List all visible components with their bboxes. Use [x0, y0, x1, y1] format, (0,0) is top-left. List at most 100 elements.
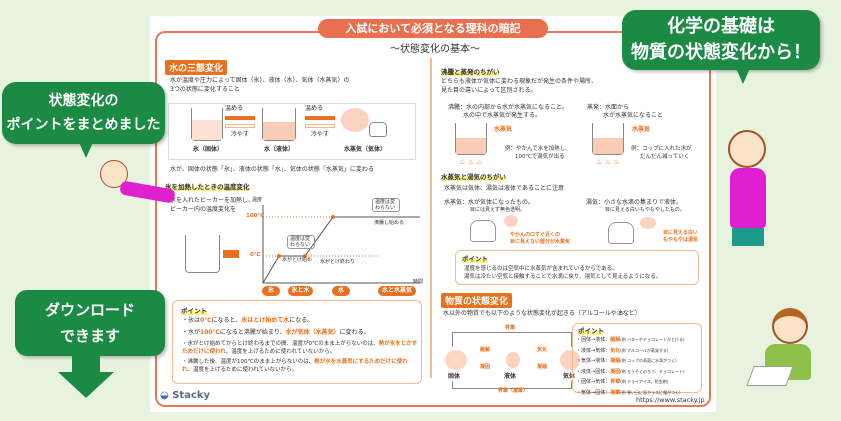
chart-note: 温度は変わらない [372, 198, 400, 212]
arrow-left-icon [305, 124, 335, 128]
flame-icons: ♨ ♨ ♨ [596, 158, 620, 166]
vapor-definition: 水蒸気：水が気体になったもの。 [444, 199, 535, 206]
character-face [728, 130, 766, 168]
y-axis-label: 温度 [252, 197, 263, 203]
vaporize-label: 気化 [537, 347, 548, 353]
solid-icon [445, 350, 467, 370]
notebook [746, 366, 794, 386]
solid-label: 固体 [448, 373, 461, 380]
evap-beaker [592, 123, 624, 155]
document-preview [150, 16, 716, 412]
vapor-label: 水蒸気 [494, 126, 513, 133]
arrow-right-icon [223, 250, 239, 258]
x-axis-label: 時間 [413, 279, 424, 285]
intro-text: どちらも液体が気体に変わる現象だが発生の条件や場所、 [441, 78, 598, 85]
download-arrow-head-icon[interactable] [58, 372, 114, 398]
list-item: ・気体→液体：凝縮(例 コップの表面に水滴がつく) [576, 358, 677, 364]
intro-text: 3つの状態に変化すること [170, 86, 240, 93]
list-item: ・液体→気体：気化(例 アルコールが蒸発する) [576, 347, 669, 354]
character-studying [746, 300, 830, 400]
warm-label: 温める [305, 105, 324, 112]
melt-end-label: 氷がとけ終わり [320, 259, 356, 265]
flame-icons: ♨ ♨ ♨ [459, 158, 483, 166]
list-item: ・気体→固体：凝華(例 寒い日に窓ガラスに霜がつく) [576, 389, 681, 396]
section-vapor-steam: 水蒸気と湯気のちがい [441, 171, 506, 181]
three-states-figure: 温める 冷やす 温める 冷やす 氷（固体） 水（液体） 水蒸気（気体） [168, 103, 416, 160]
character-face [772, 308, 808, 344]
callout-line: 物質の状態変化から！ [631, 42, 811, 63]
download-line: できます [59, 327, 120, 345]
character-left [100, 160, 176, 210]
freeze-label: 凝固 [480, 364, 491, 370]
point-item: ・氷は0℃になると、氷はとけ始めて水になる。 [182, 317, 314, 324]
callout-tail [735, 66, 751, 84]
callout-line: 化学の基礎は [667, 16, 775, 37]
point-melt-end [303, 254, 307, 258]
cool-label: 冷やす [231, 131, 250, 138]
liquid-icon [506, 352, 520, 368]
phase-label: 氷と水 [288, 286, 313, 296]
download-arrow-icon[interactable] [72, 356, 100, 372]
character-body [119, 180, 176, 204]
column-divider [430, 58, 432, 378]
section-state-change: 物質の状態変化 [441, 293, 513, 308]
callout-tail [78, 140, 94, 158]
evap-definition: 水が水蒸気になること [603, 112, 664, 119]
intro-text: 見た目の違いによって区別される。 [441, 87, 537, 94]
state-label: 水（液体） [264, 146, 295, 153]
download-callout[interactable]: ダウンロードできます [15, 290, 165, 356]
callout-summary: 状態変化のポイントをまとめました [2, 82, 165, 144]
document-title: 入試において必須となる理科の暗記 [318, 19, 548, 38]
deposition-label: 昇華（凝華） [498, 388, 529, 394]
state-label: 氷（固体） [193, 146, 224, 153]
evap-example: だんだん減っていく [640, 154, 690, 160]
summary-text: 水が、固体の状態「氷」、液体の状態「水」、気体の状態「水蒸気」に変わる [170, 166, 374, 173]
sublime-arrow [452, 332, 572, 347]
kettle-icon [470, 220, 496, 242]
boil-example: 100℃で湯気が出る [515, 154, 565, 160]
arrow-right-icon [305, 116, 335, 120]
phase-label: 水と水蒸気 [378, 286, 416, 296]
melt-label: 融解 [480, 347, 491, 353]
character-right [700, 130, 780, 250]
state-change-list: ・固体→液体：融解(例 バターやチョコレートがとける) ・液体→気体：気化(例 … [576, 335, 685, 398]
state-label: 水蒸気（気体） [344, 146, 387, 153]
evap-definition: 蒸発：水面から [587, 104, 630, 111]
point-label: ポイント [462, 253, 488, 263]
phase-label: 水 [332, 286, 350, 296]
point-list-left: ・氷は0℃になると、氷はとけ始めて水になる。 ・水が100℃になると沸騰が始まり… [182, 316, 418, 374]
experiment-text: 氷を入れたビーカーを加熱し、 [170, 197, 255, 204]
point-text: 湯気は冷たい空気と接触することで水滴に戻り、湯気として見えるようになる。 [464, 274, 662, 280]
point-melt-start [277, 254, 281, 258]
warm-label: 温める [225, 105, 244, 112]
gas-icon [560, 350, 580, 370]
gas-label: 気体 [563, 373, 576, 380]
steam-cloud [504, 215, 518, 227]
sublime-label: 昇華 [505, 325, 516, 331]
note-text: 水蒸気は気体、湯気は液体であることに注意 [444, 185, 564, 192]
point-item: ・氷がとけ始めてからとけ終わるまでの間、温度が0℃のまま上がらないのは、熱が氷を… [182, 341, 418, 355]
site-url[interactable]: https://www.stacky.jp [636, 396, 705, 404]
point-box-state: ポイント ・固体→液体：融解(例 バターやチョコレートがとける) ・液体→気体：… [572, 323, 702, 396]
liquid-label: 液体 [504, 373, 517, 380]
boil-definition: 水の中で水蒸気が発生する。 [463, 112, 542, 119]
character-legs [732, 228, 764, 246]
ice-beaker-heated [185, 235, 220, 273]
arrow-right-icon [225, 116, 255, 120]
point-boil [331, 215, 335, 219]
point-text: 湿度を感じるのは空気中に水蒸気が含まれているからである。 [464, 266, 618, 272]
section-three-states: 水の三態変化 [165, 60, 228, 75]
document-subtitle: ～状態変化の基本～ [390, 44, 480, 55]
list-item: ・固体→気体：昇華(例 ドライアイス、防虫剤) [576, 379, 669, 385]
point-label: ポイント [578, 325, 604, 335]
kettle-icon [608, 222, 634, 244]
steam-definition: 湯気：小さな水滴の集まりで液体。 [586, 199, 683, 206]
water-beaker [262, 108, 296, 141]
melt-start-label: 氷がとけ始め [282, 257, 313, 263]
boil-beaker [455, 123, 487, 155]
point-item: ・水が100℃になると沸騰が始まり、水が気体（水蒸気）に変わる。 [182, 329, 370, 336]
vapor-definition: 目には見えず無色透明。 [470, 207, 526, 213]
experiment-text: ビーカー内の温度変化を [170, 206, 237, 213]
kettle-icon [369, 122, 387, 137]
logo-icon: ◒ [160, 390, 169, 401]
